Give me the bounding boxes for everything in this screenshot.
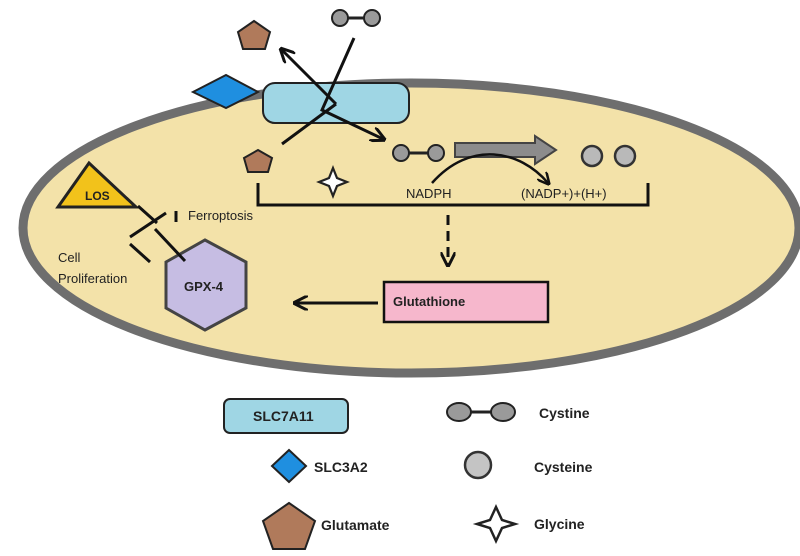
legend-glycine-label: Glycine — [534, 516, 585, 532]
legend-cystine-icon — [446, 402, 516, 422]
legend-cysteine-label: Cysteine — [534, 459, 593, 475]
glutathione-label: Glutathione — [393, 294, 465, 309]
gpx4-hexagon — [164, 238, 248, 332]
nadph-label: NADPH — [406, 186, 452, 201]
ferroptosis-label: Ferroptosis — [188, 208, 254, 223]
legend-slc3a2-label: SLC3A2 — [314, 459, 368, 475]
glutamate-export-path — [282, 50, 338, 146]
legend-cystine-label: Cystine — [539, 405, 590, 421]
cell-proliferation-label-line1: Cell — [58, 250, 81, 265]
cell-proliferation-label-line2: Proliferation — [58, 271, 127, 286]
nadph-conversion-arrow — [431, 153, 548, 183]
cystine-outside-icon — [331, 9, 381, 27]
precursor-bracket-line — [256, 183, 650, 207]
cystine-inside-icon — [392, 144, 445, 162]
legend-cysteine-icon — [463, 450, 493, 480]
legend-slc7a11-swatch — [223, 398, 349, 434]
glutamate-outside-icon — [236, 19, 272, 50]
legend-glycine-icon — [472, 504, 520, 544]
gpx4-label: GPX-4 — [184, 279, 224, 294]
cystine-import-arrow — [320, 37, 383, 139]
inhibition-symbols — [128, 204, 187, 264]
legend-slc3a2-icon — [270, 448, 308, 484]
legend-slc7a11-label: SLC7A11 — [253, 408, 314, 424]
slc3a2-marker — [190, 73, 261, 110]
legend-glutamate-icon — [261, 501, 317, 550]
glutathione-box — [382, 280, 550, 324]
nadp-h-label: (NADP+)+(H+) — [521, 186, 607, 201]
cysteine-inside-icon-b — [613, 144, 637, 168]
glutamate-inside-icon — [242, 148, 274, 173]
cell-membrane — [18, 78, 800, 378]
glycine-inside-icon — [316, 165, 350, 199]
los-label: LOS — [85, 189, 110, 203]
legend-glutamate-label: Glutamate — [321, 517, 390, 533]
cysteine-inside-icon-a — [580, 144, 604, 168]
los-triangle — [55, 160, 140, 209]
